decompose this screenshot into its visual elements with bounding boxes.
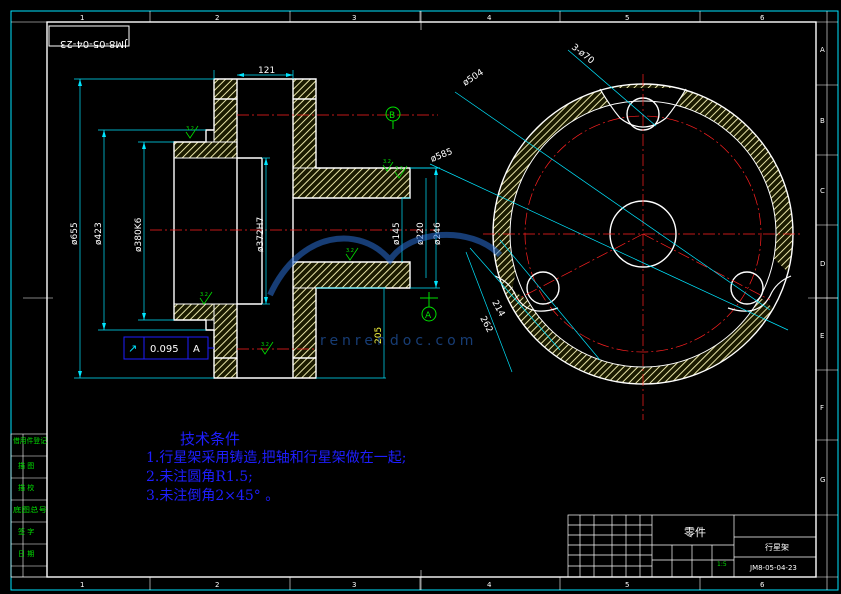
front-view: 3-ø70 ø504 ø585 214 262 (429, 42, 803, 420)
note-item: 1.行星架采用铸造,把轴和行星架做在一起; (146, 450, 407, 466)
dim-220: ø220 (416, 222, 426, 245)
dim-585: ø585 (429, 147, 454, 165)
dim-423: ø423 (94, 222, 104, 245)
dim-121: 121 (258, 66, 275, 76)
zone-bottom-1: 1 (80, 581, 84, 589)
note-item: 3.未注倒角2×45° 。 (146, 488, 280, 504)
zone-top-3: 3 (352, 14, 356, 22)
left-label-4: 签 字 (18, 527, 34, 536)
zone-top-5: 5 (625, 14, 629, 22)
dim-380: ø380K6 (134, 217, 144, 252)
roughness-2: 3.2 (346, 248, 354, 254)
left-label-3: 底图总号 (13, 505, 47, 514)
section-top-flange-r (292, 78, 317, 169)
tolerance-datum: A (193, 344, 200, 355)
tolerance-frame: ↗ 0.095 A (123, 336, 214, 360)
roughness-symbols (185, 125, 408, 355)
svg-text:B: B (389, 111, 395, 121)
roughness-3: 3.2 (200, 292, 208, 298)
left-label-1: 描 图 (18, 461, 34, 470)
zone-top-1: 1 (80, 14, 84, 22)
roughness-5: 3.2 (383, 159, 391, 165)
roughness-4: 3.2 (261, 342, 269, 348)
zone-right-g: G (820, 476, 825, 484)
datum-a: A (420, 292, 438, 322)
note-item: 2.未注圆角R1.5; (146, 469, 253, 485)
section-rim-top (173, 141, 238, 159)
watermark: renrendoc.com (267, 232, 503, 349)
hole-right (730, 271, 764, 305)
left-label-2: 描 校 (18, 483, 34, 492)
zone-bottom-3: 3 (352, 581, 356, 589)
zone-top-6: 6 (760, 14, 765, 22)
dim-214: 214 (489, 299, 506, 319)
zone-right-b: B (820, 117, 825, 125)
zone-numbers: 1 2 3 4 5 6 1 2 3 4 5 6 A B C D E F G (80, 14, 825, 589)
hole-left (526, 271, 560, 305)
zone-right-a: A (820, 46, 825, 54)
zone-right-c: C (820, 187, 825, 195)
zone-top-4: 4 (487, 14, 492, 22)
zone-right-e: E (820, 332, 824, 340)
left-label-5: 日 期 (18, 550, 34, 558)
roughness-1: 3.2 (395, 166, 403, 172)
section-bottom-flange (213, 303, 238, 379)
dim-372: ø372H7 (256, 217, 266, 252)
dim-205: 205 (374, 327, 384, 344)
zone-bottom-6: 6 (760, 581, 765, 589)
tolerance-value: 0.095 (150, 344, 179, 355)
zone-bottom-5: 5 (625, 581, 629, 589)
zone-top-2: 2 (215, 14, 219, 22)
drawing-number-stamp: JM8-05-04-23 (48, 25, 130, 49)
notes-title: 技术条件 (180, 430, 241, 448)
dim-145: ø145 (392, 222, 402, 245)
title-block-scale: 1:5 (717, 561, 727, 568)
roughness-0: 3.2 (186, 126, 194, 132)
stamp-text: JM8-05-04-23 (60, 38, 128, 49)
zone-bottom-4: 4 (487, 581, 492, 589)
section-view: 121 ø655 ø423 ø380K6 ø372H7 ø145 ø220 ø2… (70, 66, 443, 379)
dim-655: ø655 (70, 222, 80, 245)
left-sign-block (10, 433, 48, 578)
zone-right-d: D (820, 260, 825, 268)
datum-b: B (385, 106, 401, 129)
technical-notes: 技术条件 1.行星架采用铸造,把轴和行星架做在一起; 2.未注圆角R1.5; 3… (146, 430, 407, 506)
title-block-drawing-no: JM8-05-04-23 (749, 564, 797, 572)
left-label-0: 借用件登记 (13, 436, 47, 445)
title-block-category: 零件 (684, 526, 706, 539)
tolerance-symbol: ↗ (128, 342, 137, 355)
svg-text:A: A (425, 311, 432, 321)
dim-504: ø504 (461, 68, 486, 89)
zone-right-f: F (820, 404, 824, 412)
dim-262: 262 (477, 315, 494, 335)
outer-frame (10, 10, 839, 591)
watermark-text: renrendoc.com (320, 333, 477, 349)
section-bottom-flange-r (292, 287, 317, 379)
section-hub-top (292, 167, 411, 199)
zone-ticks (23, 11, 838, 590)
section-hub-bottom (292, 261, 411, 289)
title-block (567, 514, 817, 578)
zone-bottom-2: 2 (215, 581, 219, 589)
watermark-logo-icon (267, 232, 503, 297)
title-block-part-name: 行星架 (765, 542, 789, 552)
